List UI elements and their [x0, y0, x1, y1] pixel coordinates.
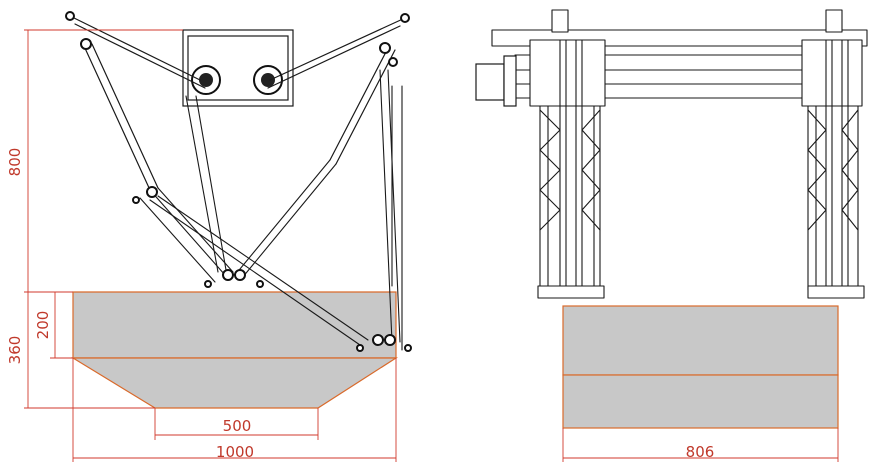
joint-icon — [384, 334, 396, 346]
dim-806-label: 806 — [686, 443, 715, 461]
front-workspace-lower — [70, 357, 399, 409]
dim-200-label: 200 — [34, 311, 52, 340]
front-base-plate — [182, 29, 294, 107]
side-workspace-upper — [562, 305, 839, 376]
joint-icon — [204, 280, 212, 288]
front-lower-arms — [139, 69, 403, 351]
front-workspace — [70, 291, 399, 409]
side-view: 806 — [475, 9, 868, 462]
motor-right-hub-icon — [261, 73, 275, 87]
dim-1000-label: 1000 — [216, 443, 254, 461]
side-workspace-lower — [562, 374, 839, 429]
joint-icon — [256, 280, 264, 288]
side-leg-left — [529, 9, 606, 299]
joint-icon — [404, 344, 412, 352]
front-workspace-upper — [72, 291, 397, 359]
front-view: 800 360 200 500 1000 — [6, 11, 412, 462]
joint-icon — [132, 196, 140, 204]
dim-800-label: 800 — [6, 148, 24, 177]
joint-icon — [400, 13, 410, 23]
joint-icon — [146, 186, 158, 198]
front-upper-arms — [69, 15, 406, 191]
side-dimensions: 806 — [562, 428, 839, 462]
joint-icon — [234, 269, 246, 281]
dim-360-label: 360 — [6, 336, 24, 365]
dim-500-label: 500 — [223, 417, 252, 435]
side-workspace — [562, 305, 839, 429]
motor-left-hub-icon — [199, 73, 213, 87]
front-joints — [65, 11, 412, 352]
side-motor — [475, 55, 517, 107]
side-leg-right — [801, 9, 865, 299]
front-dimensions: 800 360 200 500 1000 — [6, 29, 397, 462]
joint-icon — [222, 269, 234, 281]
joint-icon — [80, 38, 92, 50]
joint-icon — [388, 57, 398, 67]
motor-body-icon — [475, 63, 505, 101]
joint-icon — [65, 11, 75, 21]
joint-icon — [356, 344, 364, 352]
joint-icon — [379, 42, 391, 54]
joint-icon — [372, 334, 384, 346]
